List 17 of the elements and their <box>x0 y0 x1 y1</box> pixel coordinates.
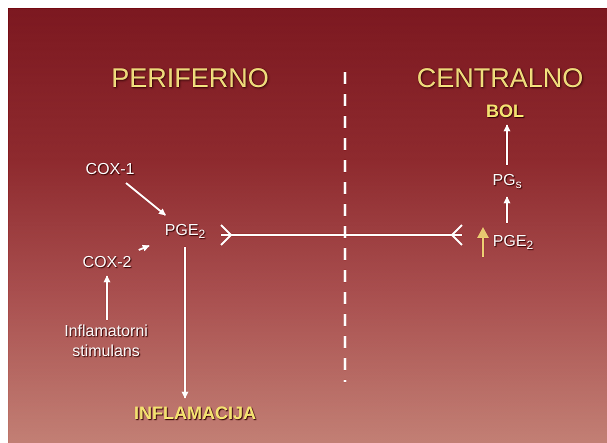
section-heading: PERIFERNO <box>110 62 270 95</box>
node-label: COX-1 <box>86 160 134 180</box>
arrow <box>504 196 510 223</box>
arrow <box>182 247 188 399</box>
node-label: PG$_{s}$ <box>492 171 522 191</box>
arrow <box>504 124 510 165</box>
section-heading: CENTRALNO <box>416 62 584 95</box>
outcome-label: BOL <box>486 100 524 122</box>
arrow <box>138 244 150 252</box>
arrow <box>125 182 166 216</box>
arrow <box>104 275 110 320</box>
node-label: PGE$_{2}$ <box>164 221 206 241</box>
outcome-label: INFLAMACIJA <box>134 402 256 424</box>
node-label: COX-2 <box>82 253 132 273</box>
node-label: PGE$_{2}$ <box>492 232 534 252</box>
connector-line <box>220 224 463 246</box>
node-label: Inflamatorni stimulans <box>63 322 149 362</box>
